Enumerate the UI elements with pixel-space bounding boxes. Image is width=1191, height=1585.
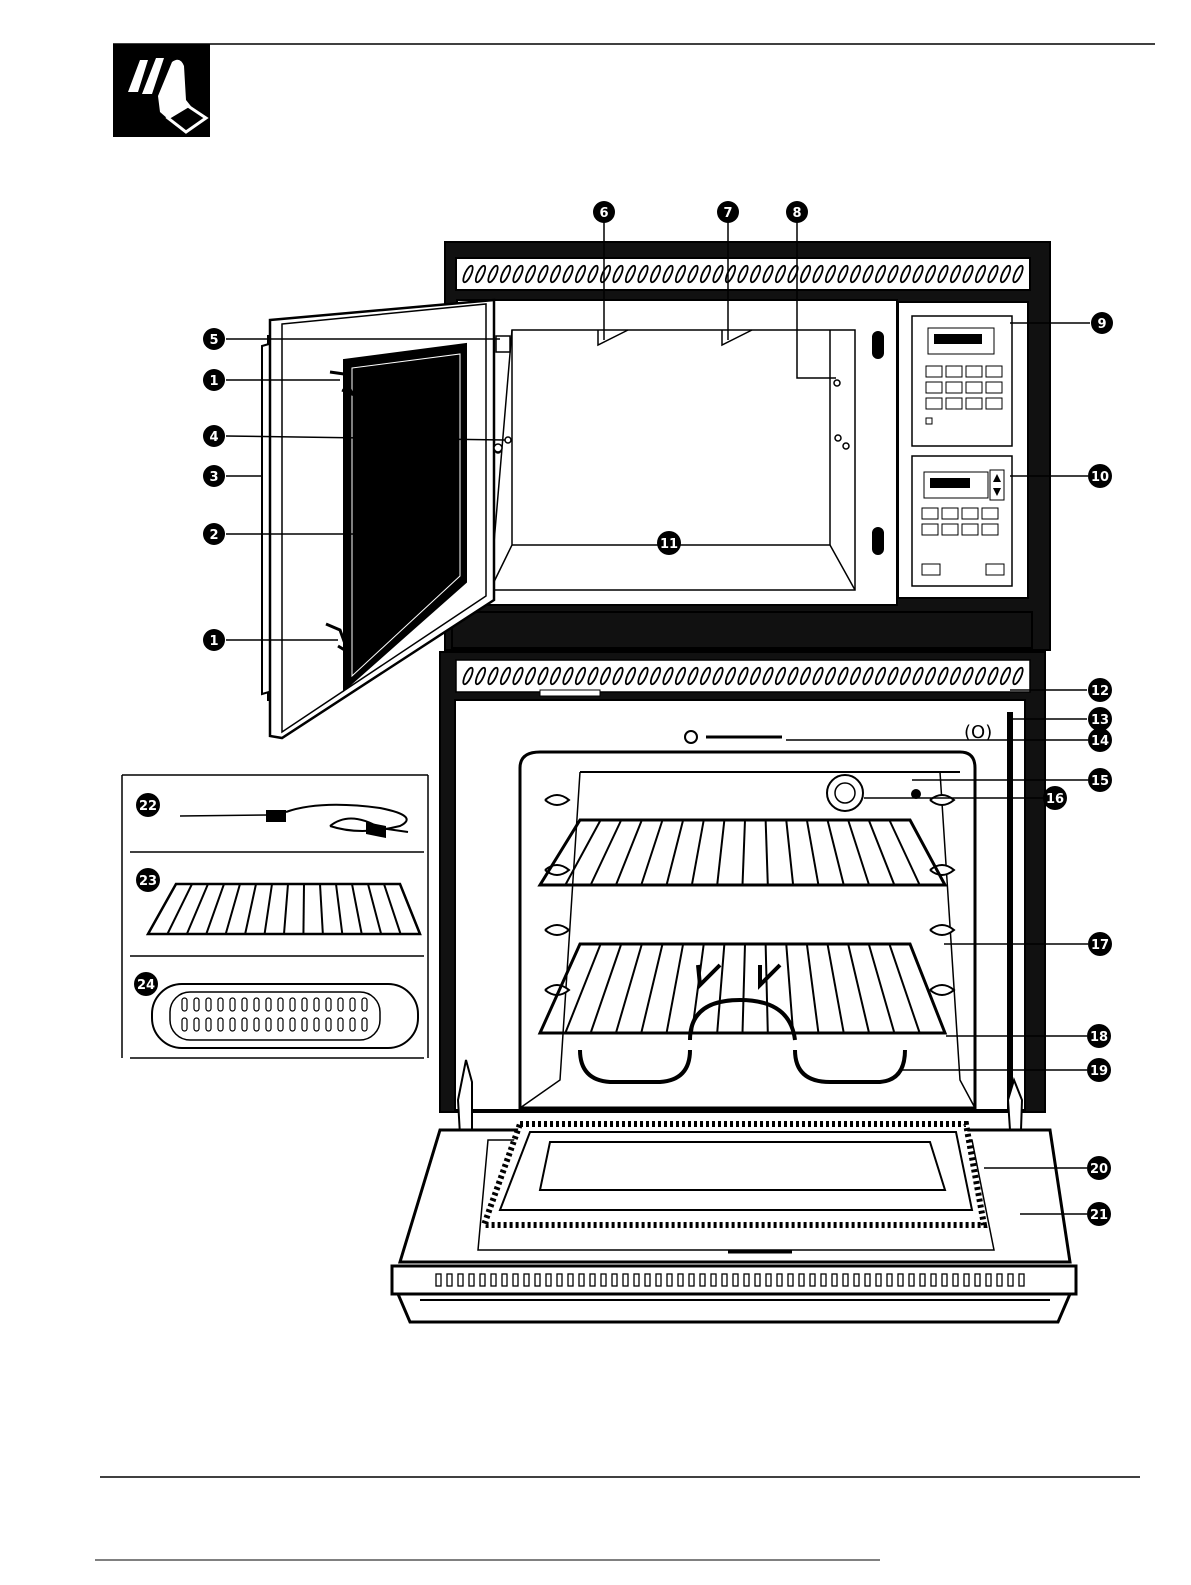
hand-pressing-button-icon (113, 44, 210, 137)
door-latch-bottom (873, 528, 883, 554)
callout-4-number: 4 (209, 430, 218, 445)
callout-17: 17 (1088, 932, 1112, 956)
callout-22: 22 (136, 793, 160, 817)
upper-oven-control-panel[interactable] (912, 316, 1012, 446)
callout-12: 12 (1088, 678, 1112, 702)
callout-3: 3 (203, 465, 225, 487)
callout-16-number: 16 (1046, 792, 1064, 807)
control-panels (898, 302, 1028, 598)
callout-9: 9 (1091, 312, 1113, 334)
callout-3-number: 3 (209, 470, 218, 485)
callout-5-number: 5 (209, 333, 218, 348)
callout-17-number: 17 (1091, 938, 1109, 953)
callout-13-number: 13 (1091, 713, 1109, 728)
lower-oven-control-panel[interactable] (912, 456, 1012, 586)
callout-21: 21 (1087, 1202, 1111, 1226)
callout-2-number: 2 (209, 528, 218, 543)
callout-6: 6 (593, 201, 615, 223)
oven-rack-icon (148, 884, 420, 934)
callout-24-number: 24 (137, 978, 155, 993)
callout-18-number: 18 (1090, 1030, 1108, 1045)
callout-15-number: 15 (1091, 774, 1109, 789)
callout-11: 11 (657, 531, 681, 555)
callout-1-bottom: 1 (203, 629, 225, 651)
callout-8-number: 8 (792, 206, 801, 221)
callout-14-number: 14 (1091, 734, 1109, 749)
callout-12-number: 12 (1091, 684, 1109, 699)
callout-1-top: 1 (203, 369, 225, 391)
callout-23-number: 23 (139, 874, 157, 889)
callout-1-bottom-number: 1 (209, 634, 218, 649)
callout-24: 24 (134, 972, 158, 996)
lower-oven: (O) (440, 652, 1045, 1170)
callout-9-number: 9 (1097, 317, 1106, 332)
callout-18: 18 (1087, 1024, 1111, 1048)
lower-door-handle[interactable] (398, 1294, 1070, 1322)
callout-16: 16 (1043, 786, 1067, 810)
callout-11-number: 11 (660, 537, 678, 552)
callout-22-number: 22 (139, 799, 157, 814)
callout-10-number: 10 (1091, 470, 1109, 485)
door-latch-top (873, 332, 883, 358)
callout-20-number: 20 (1090, 1162, 1108, 1177)
callout-23: 23 (136, 868, 160, 892)
oven-light-14 (685, 731, 697, 743)
broiler-pan-icon (152, 984, 418, 1048)
callout-1-top-number: 1 (209, 374, 218, 389)
callout-21-number: 21 (1090, 1208, 1108, 1223)
accessories-panel (122, 775, 428, 1058)
callout-19: 19 (1087, 1058, 1111, 1082)
callout-19-number: 19 (1090, 1064, 1108, 1079)
callout-13: 13 (1088, 707, 1112, 731)
callout-4: 4 (203, 425, 225, 447)
callout-8: 8 (786, 201, 808, 223)
callout-15: 15 (1088, 768, 1112, 792)
callout-10: 10 (1088, 464, 1112, 488)
callout-14: 14 (1088, 728, 1112, 752)
door-window-lower (540, 1142, 945, 1190)
callout-20: 20 (1087, 1156, 1111, 1180)
callout-6-number: 6 (599, 206, 608, 221)
callout-5: 5 (203, 328, 225, 350)
meat-probe-icon (180, 805, 408, 838)
callout-7-number: 7 (723, 206, 732, 221)
lower-oven-door[interactable] (392, 1124, 1076, 1322)
callout-7: 7 (717, 201, 739, 223)
callout-2: 2 (203, 523, 225, 545)
